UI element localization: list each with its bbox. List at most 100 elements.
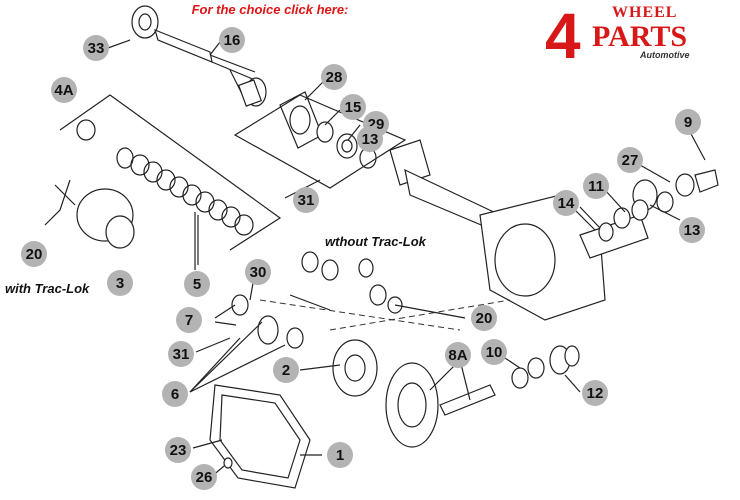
callout-circle (553, 190, 579, 216)
leader-lines (107, 39, 706, 479)
callout-1[interactable]: 1 (327, 442, 353, 468)
callout-circle (191, 464, 217, 490)
callout-label: 10 (486, 344, 503, 361)
callout-label: 30 (250, 264, 267, 281)
standard-diff-drawing (231, 251, 511, 397)
callout-label: 15 (345, 99, 362, 116)
callout-circle (273, 357, 299, 383)
callout-8A[interactable]: 8A (445, 342, 471, 368)
callout-23[interactable]: 23 (165, 437, 191, 463)
callout-label: 8A (448, 347, 467, 364)
callout-12[interactable]: 12 (582, 380, 608, 406)
callout-10[interactable]: 10 (481, 339, 507, 365)
callout-circle (675, 109, 701, 135)
callout-circle (83, 35, 109, 61)
callout-circle (176, 307, 202, 333)
callout-circle (219, 27, 245, 53)
callout-circle (321, 64, 347, 90)
callout-11[interactable]: 11 (583, 173, 609, 199)
callout-5[interactable]: 5 (184, 271, 210, 297)
callout-circle (679, 217, 705, 243)
callout-33[interactable]: 33 (83, 35, 109, 61)
callout-26[interactable]: 26 (191, 464, 217, 490)
without-traclok-note: wthout Trac-Lok (325, 234, 427, 249)
brand-logo[interactable]: 4 WHEEL PARTS Automotive (545, 0, 690, 72)
callout-label: 31 (173, 346, 190, 363)
callout-circle (21, 241, 47, 267)
callout-circle (357, 126, 383, 152)
callout-label: 2 (282, 362, 290, 379)
callout-circle (107, 270, 133, 296)
callout-label: 23 (170, 442, 187, 459)
callout-9[interactable]: 9 (675, 109, 701, 135)
traclok-group-drawing (44, 94, 282, 265)
diff-cover-drawing (209, 384, 311, 489)
callout-circle (481, 339, 507, 365)
callout-30[interactable]: 30 (245, 259, 271, 285)
callout-label: 27 (622, 152, 639, 169)
callout-15[interactable]: 15 (340, 94, 366, 120)
callout-13a[interactable]: 13 (357, 126, 383, 152)
logo-digit: 4 (545, 0, 581, 72)
pinion-bearing-drawing (598, 199, 649, 242)
callout-13b[interactable]: 13 (679, 217, 705, 243)
callout-label: 20 (476, 310, 493, 327)
callout-label: 28 (326, 69, 343, 86)
callout-28[interactable]: 28 (321, 64, 347, 90)
callout-circle (293, 187, 319, 213)
logo-tagline: Automotive (639, 50, 690, 60)
callout-20a[interactable]: 20 (21, 241, 47, 267)
ring-pinion-drawing (385, 345, 580, 448)
callout-14[interactable]: 14 (553, 190, 579, 216)
axle-shaft-drawing (131, 5, 267, 107)
callout-label: 7 (185, 312, 193, 329)
logo-word2: PARTS (592, 20, 687, 53)
callout-16[interactable]: 16 (219, 27, 245, 53)
callout-label: 13 (362, 131, 379, 148)
callout-circle (165, 437, 191, 463)
callout-label: 12 (587, 385, 604, 402)
callout-31b[interactable]: 31 (168, 341, 194, 367)
callout-circle (340, 94, 366, 120)
callout-label: 5 (193, 276, 201, 293)
callout-label: 4A (54, 82, 73, 99)
callout-circle (471, 305, 497, 331)
callout-circle (445, 342, 471, 368)
callout-3[interactable]: 3 (107, 270, 133, 296)
callout-circle (582, 380, 608, 406)
callout-7[interactable]: 7 (176, 307, 202, 333)
choice-link[interactable]: For the choice click here: (191, 2, 349, 17)
callout-31a[interactable]: 31 (293, 187, 319, 213)
axle-housing-drawing (389, 139, 719, 321)
callout-circle (617, 147, 643, 173)
callout-label: 13 (684, 222, 701, 239)
clutch-disc-stack (130, 154, 254, 236)
callout-label: 11 (588, 178, 604, 195)
callout-circle (162, 381, 188, 407)
callout-label: 26 (196, 469, 213, 486)
callout-circle (51, 77, 77, 103)
with-traclok-note: with Trac-Lok (5, 281, 90, 296)
callout-label: 14 (558, 195, 575, 212)
callout-circle (168, 341, 194, 367)
callout-label: 16 (224, 32, 241, 49)
callout-label: 6 (171, 386, 179, 403)
callout-circle (327, 442, 353, 468)
callout-4A[interactable]: 4A (51, 77, 77, 103)
callout-2[interactable]: 2 (273, 357, 299, 383)
callout-27[interactable]: 27 (617, 147, 643, 173)
callout-label: 1 (336, 447, 344, 464)
callout-label: 33 (88, 40, 105, 57)
callout-label: 3 (116, 275, 124, 292)
callout-6[interactable]: 6 (162, 381, 188, 407)
callout-circle (583, 173, 609, 199)
callout-label: 9 (684, 114, 692, 131)
callout-label: 31 (298, 192, 315, 209)
callout-circle (245, 259, 271, 285)
callout-20b[interactable]: 20 (471, 305, 497, 331)
logo-word1: WHEEL (612, 4, 677, 21)
callout-label: 20 (26, 246, 43, 263)
